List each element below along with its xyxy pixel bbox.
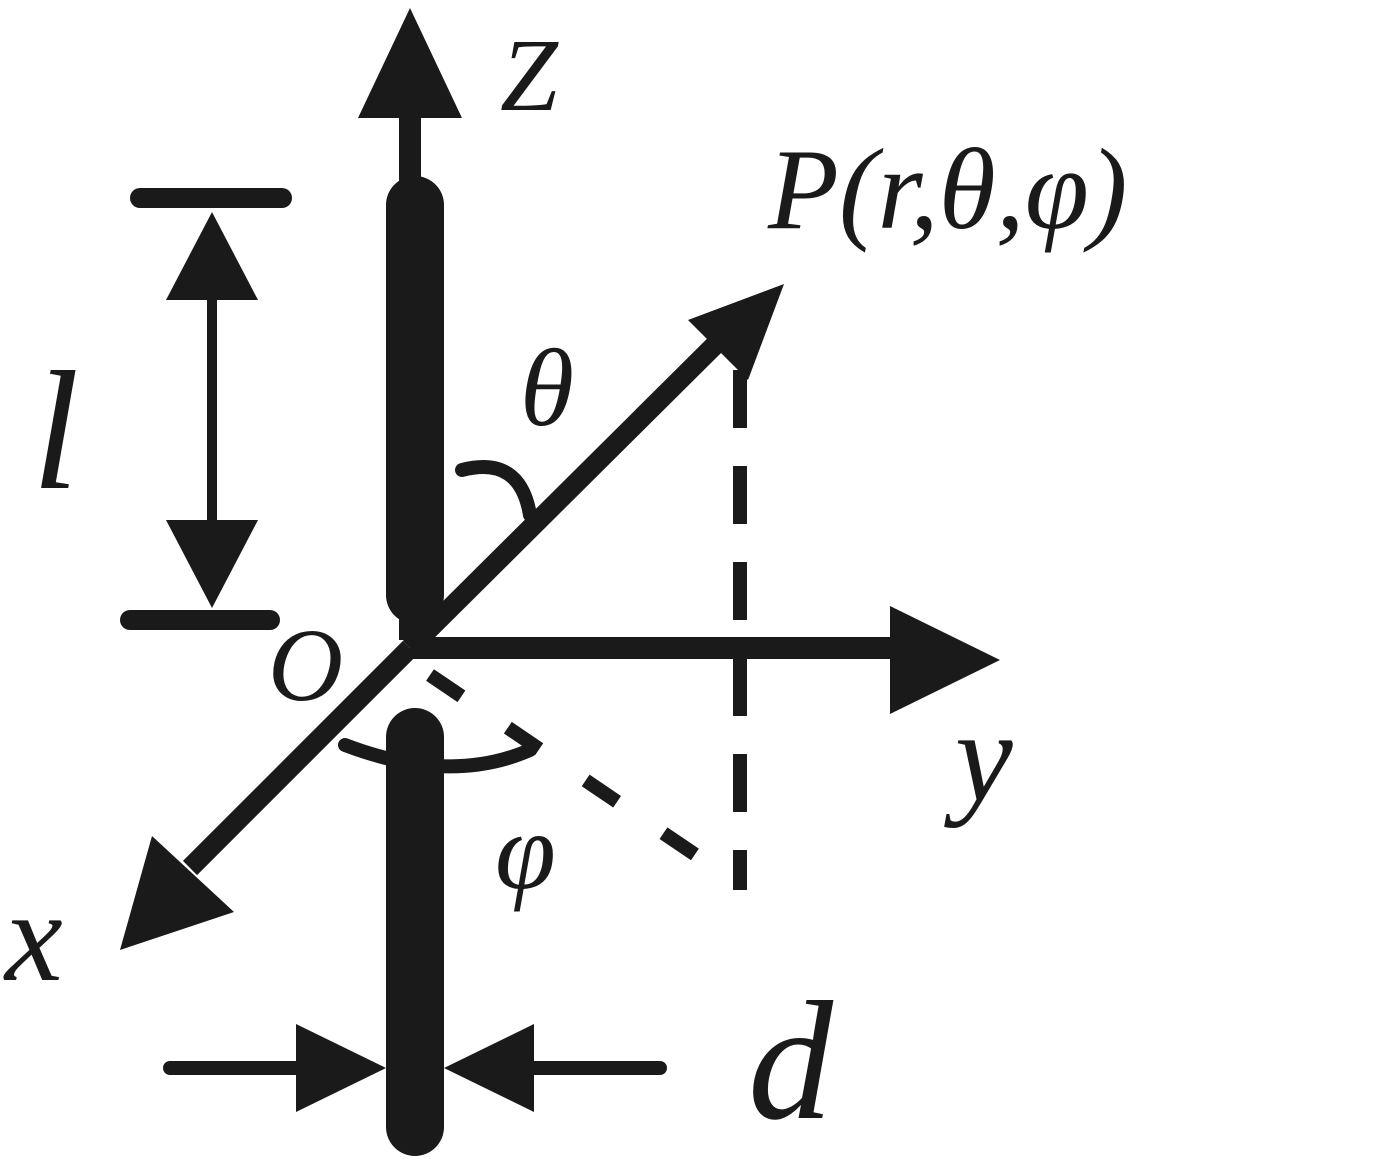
theta-arc bbox=[455, 460, 537, 522]
length-label: l bbox=[32, 337, 79, 525]
phi-arc bbox=[338, 738, 537, 774]
r-vector bbox=[402, 284, 784, 656]
x-axis bbox=[120, 640, 418, 950]
theta-label: θ bbox=[520, 327, 574, 449]
origin-label: O bbox=[268, 608, 343, 723]
length-dimension bbox=[120, 188, 292, 630]
antenna-lower-element bbox=[386, 708, 444, 1156]
x-axis-label: x bbox=[3, 865, 63, 1009]
point-label: P(r,θ,φ) bbox=[767, 126, 1128, 254]
antenna-upper-element bbox=[386, 176, 444, 624]
diameter-dimension bbox=[163, 1024, 667, 1112]
projection-horizontal-dashed bbox=[426, 669, 744, 891]
y-axis bbox=[410, 606, 1000, 714]
diameter-label: d bbox=[748, 967, 834, 1155]
z-axis-label: Z bbox=[500, 18, 559, 133]
phi-label: φ bbox=[495, 790, 556, 912]
y-axis-label: y bbox=[944, 685, 1013, 829]
